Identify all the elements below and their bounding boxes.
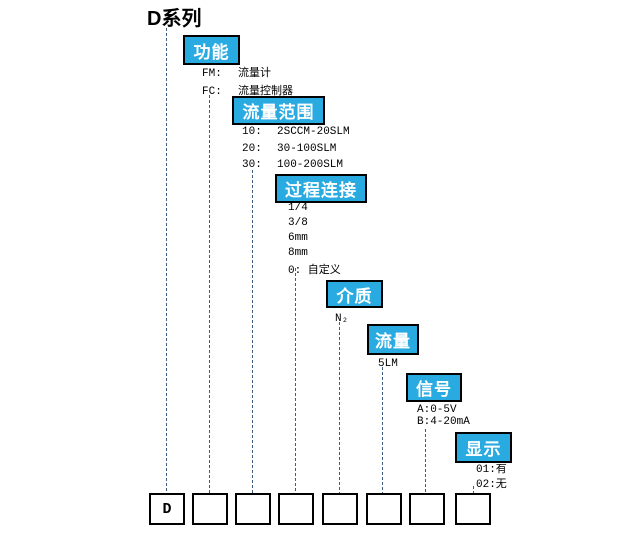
option-desc: 2SCCM-20SLM <box>277 126 350 138</box>
option-line: 02:无 <box>476 479 507 491</box>
option-line: 3/8 <box>288 217 308 229</box>
option-code: FM: <box>202 68 222 80</box>
option-line: 1/4 <box>288 202 308 214</box>
option-code: 20: <box>242 143 262 155</box>
code-box-process-connection <box>278 493 314 525</box>
option-desc: 01:有 <box>476 464 507 475</box>
label-box-function: 功能 <box>183 35 240 65</box>
option-line: FM: 流量计 <box>202 64 271 80</box>
option-desc: 30-100SLM <box>277 143 337 155</box>
page-title: D系列 <box>147 8 202 30</box>
code-box-medium <box>322 493 358 525</box>
connector-line-function <box>209 95 210 493</box>
code-box-flow-range <box>235 493 271 525</box>
option-line: 20: 30-100SLM <box>242 143 336 155</box>
option-code: 10: <box>242 126 262 138</box>
label-box-process-connection: 过程连接 <box>275 174 367 203</box>
code-box-function <box>192 493 228 525</box>
label-box-flow-range: 流量范围 <box>232 96 325 125</box>
option-desc: 流量控制器 <box>238 86 293 98</box>
label-box-signal: 信号 <box>406 373 462 402</box>
connector-line-display <box>473 486 474 493</box>
label-box-display: 显示 <box>455 432 512 463</box>
option-line: 30: 100-200SLM <box>242 159 343 171</box>
code-box-flow <box>366 493 402 525</box>
option-desc: 100-200SLM <box>277 159 344 171</box>
label-box-flow: 流量 <box>367 324 419 355</box>
option-line: N₂ <box>335 313 349 325</box>
code-box-display <box>455 493 491 525</box>
option-line: 10: 2SCCM-20SLM <box>242 126 350 138</box>
label-box-medium: 介质 <box>326 280 383 308</box>
option-code: 30: <box>242 159 262 171</box>
series-code-letter: D <box>162 500 172 518</box>
option-line: 0: 自定义 <box>288 265 341 277</box>
option-line: 01:有 <box>476 464 516 475</box>
option-desc: 流量计 <box>238 68 271 80</box>
connector-line-flow-range <box>252 170 253 493</box>
connector-line-flow <box>382 367 383 493</box>
option-code: FC: <box>202 86 222 98</box>
option-line: 8mm <box>288 247 308 259</box>
code-box-series: D <box>149 493 185 525</box>
option-line: 5LM <box>378 358 398 370</box>
connector-line-signal <box>425 429 426 493</box>
option-line: 6mm <box>288 232 308 244</box>
connector-line-series <box>166 28 167 493</box>
option-line: FC: 流量控制器 <box>202 82 293 98</box>
connector-line-medium <box>339 322 340 493</box>
connector-line-process-connection <box>295 268 296 493</box>
option-line: A:0-5V <box>417 404 457 416</box>
code-box-signal <box>409 493 445 525</box>
option-line: B:4-20mA <box>417 416 470 428</box>
